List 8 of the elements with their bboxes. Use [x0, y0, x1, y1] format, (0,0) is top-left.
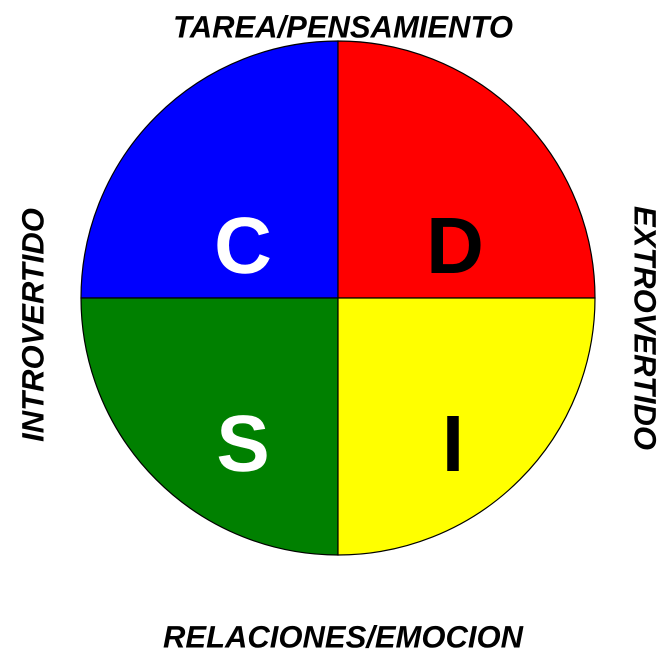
quadrant-letter: S [216, 404, 270, 484]
axis-label: EXTROVERTIDO [630, 206, 660, 450]
axis-label: RELACIONES/EMOCION [163, 622, 523, 652]
quadrant-letter: C [214, 206, 272, 286]
quadrant-letter: I [442, 404, 464, 484]
axis-label: INTROVERTIDO [18, 208, 48, 442]
axis-label: TAREA/PENSAMIENTO [173, 12, 513, 42]
quadrant-letter: D [426, 206, 484, 286]
